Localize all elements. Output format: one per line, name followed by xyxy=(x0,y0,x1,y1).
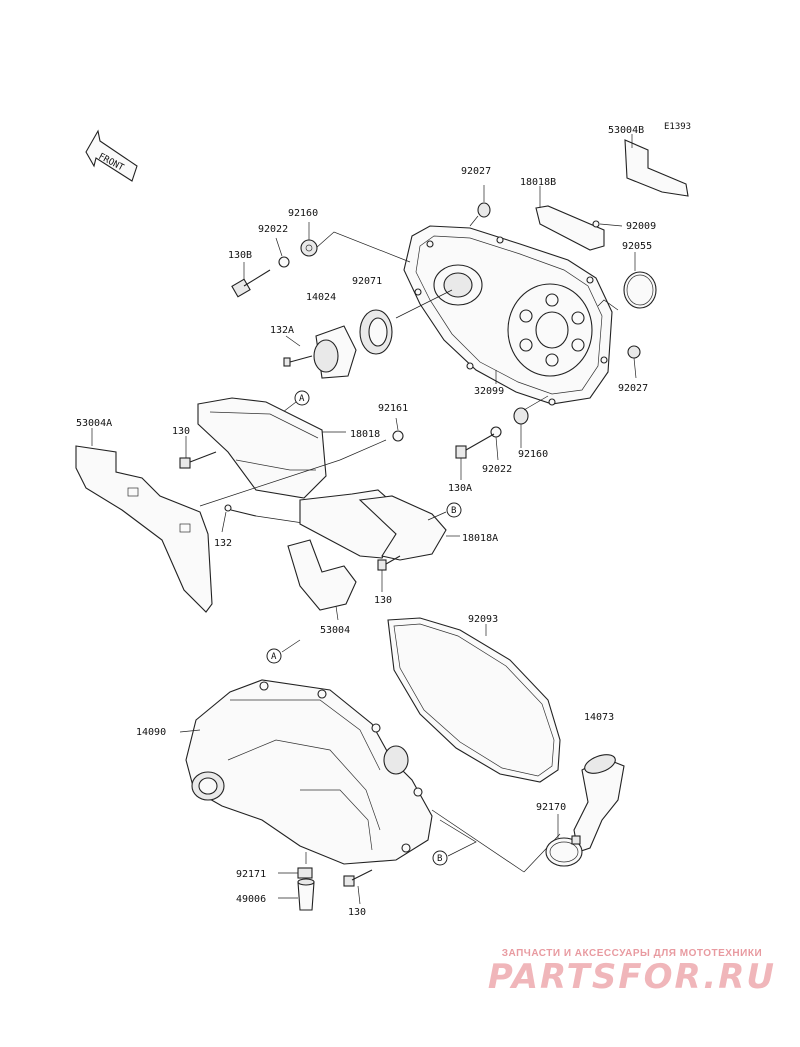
label-130-bottom: 130 xyxy=(348,907,366,918)
bolt-130-mid xyxy=(377,555,401,592)
label-92161: 92161 xyxy=(378,403,408,414)
label-130-mid: 130 xyxy=(374,595,392,606)
washer-92022-mid xyxy=(490,426,502,461)
label-92160-mid: 92160 xyxy=(518,449,548,460)
ref-marker-a-bottom: A xyxy=(266,639,301,664)
clutch-cover-32099 xyxy=(403,225,613,406)
label-32099: 32099 xyxy=(474,386,504,397)
label-130a: 130A xyxy=(448,483,472,494)
bracket-18018b xyxy=(535,186,605,251)
duct-18018 xyxy=(197,397,346,499)
grommet-92027-bottom xyxy=(627,345,641,379)
bolt-130a xyxy=(455,433,495,480)
clip-92171 xyxy=(278,852,313,879)
svg-text:A: A xyxy=(299,394,305,404)
bolt-130-left xyxy=(179,436,217,469)
watermark-logo: PARTSFOR.RU xyxy=(487,957,776,997)
svg-text:A: A xyxy=(271,652,277,662)
cap-14024 xyxy=(285,325,357,379)
label-49006: 49006 xyxy=(236,894,266,905)
grommet-92027-top xyxy=(477,185,491,218)
diagram-code: E1393 xyxy=(664,122,691,132)
label-92170: 92170 xyxy=(536,802,566,813)
oring-92161 xyxy=(392,417,404,442)
label-18018a: 18018A xyxy=(462,533,498,544)
duct-18018a xyxy=(299,489,460,561)
label-14090: 14090 xyxy=(136,727,166,738)
washer-92160-top xyxy=(300,222,318,257)
ref-marker-b-bottom: B xyxy=(432,819,477,866)
pad-53004b xyxy=(624,134,689,197)
plug-49006 xyxy=(278,878,315,911)
label-14073: 14073 xyxy=(584,712,614,723)
inner-cover-14090 xyxy=(179,679,433,865)
label-53004a: 53004A xyxy=(76,418,112,429)
label-92055: 92055 xyxy=(622,241,652,252)
pad-53004a xyxy=(75,428,213,613)
seal-92071 xyxy=(359,309,393,355)
gasket-92093 xyxy=(387,617,561,783)
watermark: ЗАПЧАСТИ И АКСЕССУАРЫ ДЛЯ МОТОТЕХНИКИ PA… xyxy=(488,948,776,995)
washer-92160-mid xyxy=(513,407,529,448)
label-92027-top: 92027 xyxy=(461,166,491,177)
label-92071: 92071 xyxy=(352,276,382,287)
bolt-130b xyxy=(231,262,271,298)
pad-53004 xyxy=(287,539,357,621)
label-14024: 14024 xyxy=(306,292,336,303)
bolt-130-bottom xyxy=(343,869,373,905)
label-92009: 92009 xyxy=(626,221,656,232)
svg-text:B: B xyxy=(451,506,456,516)
label-92093: 92093 xyxy=(468,614,498,625)
front-arrow-icon: FRONT xyxy=(85,129,138,182)
label-92022-mid: 92022 xyxy=(482,464,512,475)
label-132a: 132A xyxy=(270,325,294,336)
label-92027-bottom: 92027 xyxy=(618,383,648,394)
hose-14073 xyxy=(573,754,625,853)
screw-132a xyxy=(283,355,313,367)
label-132: 132 xyxy=(214,538,232,549)
label-18018: 18018 xyxy=(350,429,380,440)
label-130-left: 130 xyxy=(172,426,190,437)
ref-marker-b-top: B xyxy=(427,502,462,521)
screw-132 xyxy=(221,504,257,533)
label-130b: 130B xyxy=(228,250,252,261)
ref-marker-a-top: A xyxy=(269,390,310,423)
screw-92009 xyxy=(592,220,623,228)
label-92022-top: 92022 xyxy=(258,224,288,235)
watermark-tagline: ЗАПЧАСТИ И АКСЕССУАРЫ ДЛЯ МОТОТЕХНИКИ xyxy=(501,948,763,959)
label-92171: 92171 xyxy=(236,869,266,880)
label-53004b: 53004B xyxy=(608,125,644,136)
label-92160-top: 92160 xyxy=(288,208,318,219)
svg-text:B: B xyxy=(437,854,442,864)
label-18018b: 18018B xyxy=(520,177,556,188)
oring-92055 xyxy=(623,252,657,309)
label-53004: 53004 xyxy=(320,625,350,636)
washer-92022-top xyxy=(275,237,290,268)
clamp-92170 xyxy=(545,814,583,867)
